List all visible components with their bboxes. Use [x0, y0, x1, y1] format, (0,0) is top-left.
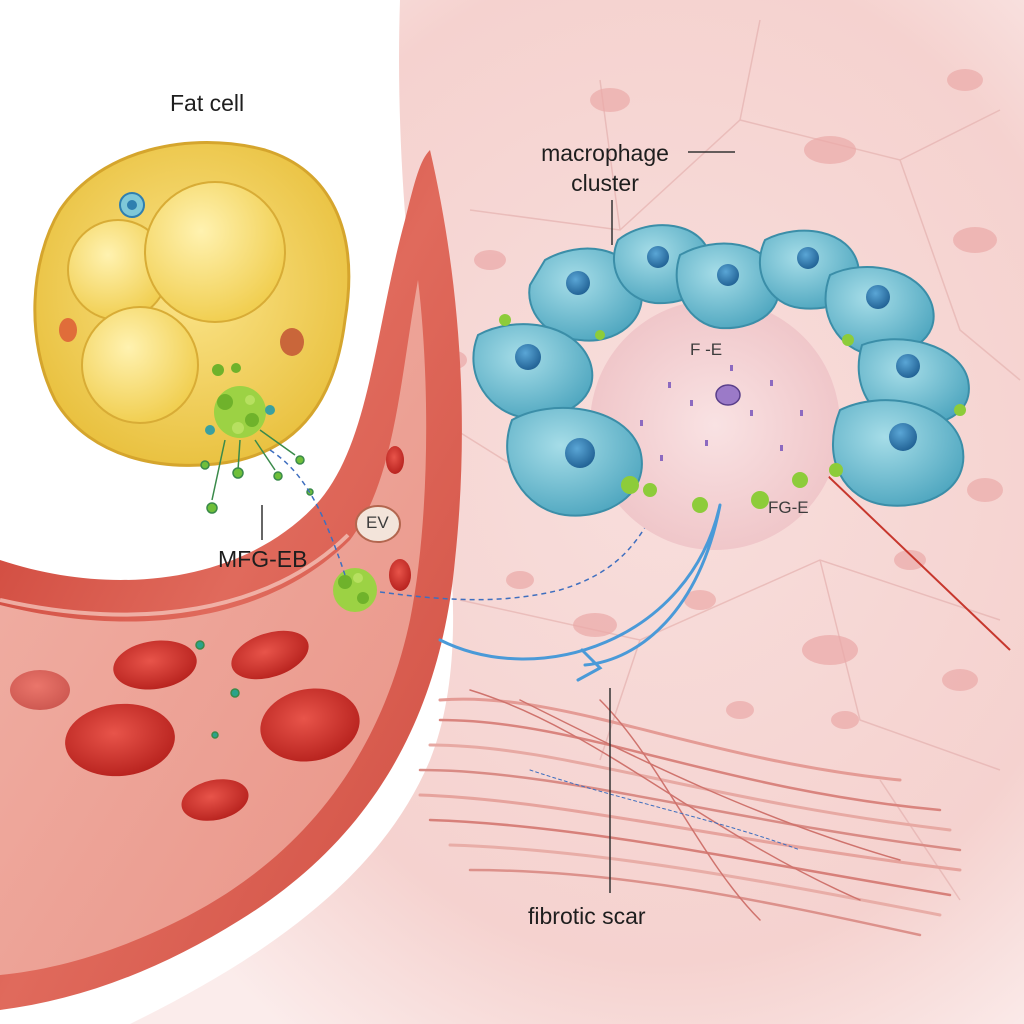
macrophage-cell: [528, 247, 643, 342]
macrophage-cell: [831, 399, 965, 507]
flow-arrow-icon: [438, 503, 722, 667]
macrophage-cluster: [472, 224, 970, 550]
fibrotic-scar-label: fibrotic scar: [528, 903, 646, 929]
macrophage-cell: [506, 406, 643, 517]
mfg-e8-cluster: [205, 363, 275, 438]
macrophage-cell: [472, 323, 594, 420]
ev-vesicle-icon: [355, 505, 401, 543]
fibrotic-scar: [418, 689, 962, 937]
fat-cell: [33, 141, 351, 467]
vessel-mfg-e8-cluster: [333, 568, 377, 612]
fat-cell-label: Fat cell: [170, 90, 245, 116]
red-blood-cells: [10, 446, 411, 821]
mfg-e8-particles: [195, 429, 314, 739]
center-marker-label: F -E: [690, 340, 723, 359]
transport-path: [269, 449, 661, 601]
mfg-e8-label: MFG-EB: [218, 546, 308, 572]
right-marker-label: FG-E: [768, 498, 809, 517]
macrophage-cluster-label-line1: macrophage: [541, 140, 669, 166]
blood-vessel-lumen: [0, 280, 427, 975]
core-receptor: [715, 384, 741, 406]
core-particles: [640, 365, 803, 461]
ev-label: EV: [366, 513, 389, 532]
tissue-spots: [443, 69, 1003, 729]
macrophage-cell: [675, 242, 780, 330]
leader-lines: [609, 151, 735, 893]
macrophage-cluster-label-line2: cluster: [571, 170, 639, 196]
macrophage-mfg-e8-deposits: [499, 314, 966, 513]
